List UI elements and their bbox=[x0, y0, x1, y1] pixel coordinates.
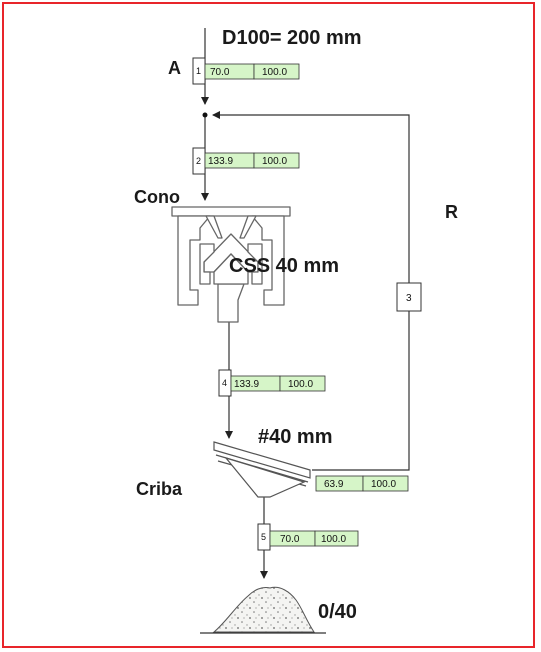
stream-oversize-size: 63.9 bbox=[324, 479, 344, 490]
product-label: 0/40 bbox=[318, 601, 357, 623]
stream-4-pct: 100.0 bbox=[288, 379, 313, 390]
stream-oversize-pct: 100.0 bbox=[371, 479, 396, 490]
stream-4: 4 133.9 100.0 bbox=[218, 369, 326, 397]
stream-2: 2 133.9 100.0 bbox=[192, 147, 300, 175]
stream-1-pct-cell bbox=[253, 63, 300, 80]
stream-5: 5 70.0 100.0 bbox=[257, 523, 359, 551]
stream-1: 1 70.0 100.0 bbox=[192, 57, 300, 85]
recycle-label: R bbox=[445, 202, 458, 222]
stream-oversize-pct-cell bbox=[362, 475, 409, 492]
crusher-setting-label: CSS 40 mm bbox=[229, 255, 339, 277]
stream-2-pct: 100.0 bbox=[262, 156, 287, 167]
stream-1-id: 1 bbox=[196, 66, 201, 76]
stream-2-id: 2 bbox=[196, 156, 201, 166]
screen-name-label: Criba bbox=[136, 479, 183, 499]
junction-dot bbox=[202, 112, 208, 118]
feed-stream-label: A bbox=[168, 58, 181, 78]
stream-5-pct: 100.0 bbox=[321, 534, 346, 545]
stream-4-id: 4 bbox=[222, 378, 227, 388]
stream-2-size: 133.9 bbox=[208, 156, 233, 167]
vibrating-screen-icon bbox=[213, 441, 311, 498]
stream-5-id: 5 bbox=[261, 532, 266, 542]
stream-5-pct-cell bbox=[314, 530, 359, 547]
stockpile-icon bbox=[200, 586, 326, 634]
stream-2-pct-cell bbox=[253, 152, 300, 169]
stream-3-id: 3 bbox=[406, 293, 412, 304]
cone-crusher-icon bbox=[171, 206, 291, 323]
screen-aperture-label: #40 mm bbox=[258, 426, 333, 448]
feed-size-label: D100= 200 mm bbox=[222, 27, 362, 49]
stream-3: 3 bbox=[396, 282, 422, 312]
stream-4-size: 133.9 bbox=[234, 379, 259, 390]
stream-1-pct: 100.0 bbox=[262, 67, 287, 78]
stream-5-size: 70.0 bbox=[280, 534, 300, 545]
crusher-name-label: Cono bbox=[134, 187, 180, 207]
stream-4-pct-cell bbox=[279, 375, 326, 392]
stream-oversize: 63.9 100.0 bbox=[315, 475, 409, 492]
stream-3-node bbox=[396, 282, 422, 312]
stream-1-size: 70.0 bbox=[210, 67, 230, 78]
